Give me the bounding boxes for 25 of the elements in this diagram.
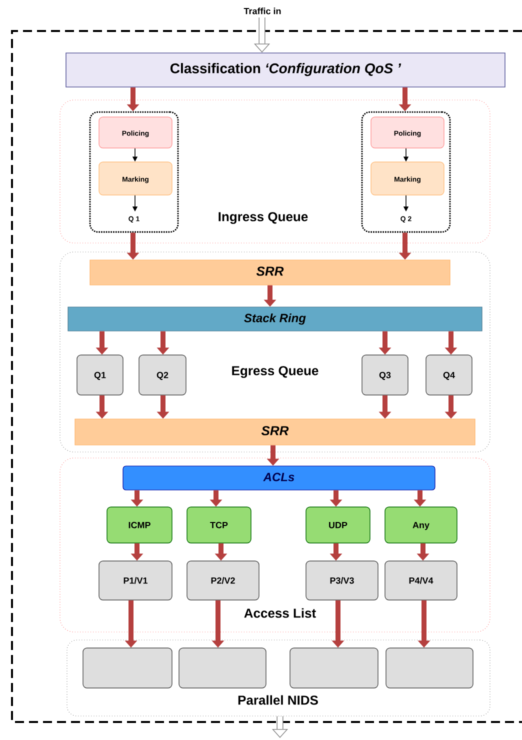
nids-panel: Parallel NIDS [66, 640, 490, 716]
input-label: Traffic in [244, 8, 281, 14]
queue-box: Q1 [76, 354, 124, 396]
port-box: P1/V1 [98, 560, 172, 600]
sensor-box [82, 648, 172, 688]
queue-group-box [89, 111, 179, 233]
scheduler-bar: SRR [74, 418, 476, 446]
queue-box: Q3 [362, 354, 408, 396]
queue-box: Q2 [138, 354, 186, 396]
queue-group-box [361, 111, 451, 233]
classification-bar: Classification ‘Configuration QoS ’ [66, 52, 506, 88]
sensor-box [178, 648, 266, 688]
sensor-box [386, 648, 474, 688]
port-box: P2/V2 [186, 560, 260, 600]
acl-bar: ACLs [122, 466, 436, 490]
protocol-box: ICMP [106, 506, 172, 544]
ring-bar: Stack Ring [68, 306, 482, 332]
protocol-box: TCP [186, 506, 252, 544]
queue-box: Q4 [426, 354, 472, 396]
protocol-box: Any [384, 506, 458, 544]
port-box: P4/V4 [384, 560, 458, 600]
protocol-box: UDP [306, 506, 370, 544]
sensor-box [290, 648, 378, 688]
scheduler-bar: SRR [90, 260, 450, 286]
port-box: P3/V3 [306, 560, 378, 600]
